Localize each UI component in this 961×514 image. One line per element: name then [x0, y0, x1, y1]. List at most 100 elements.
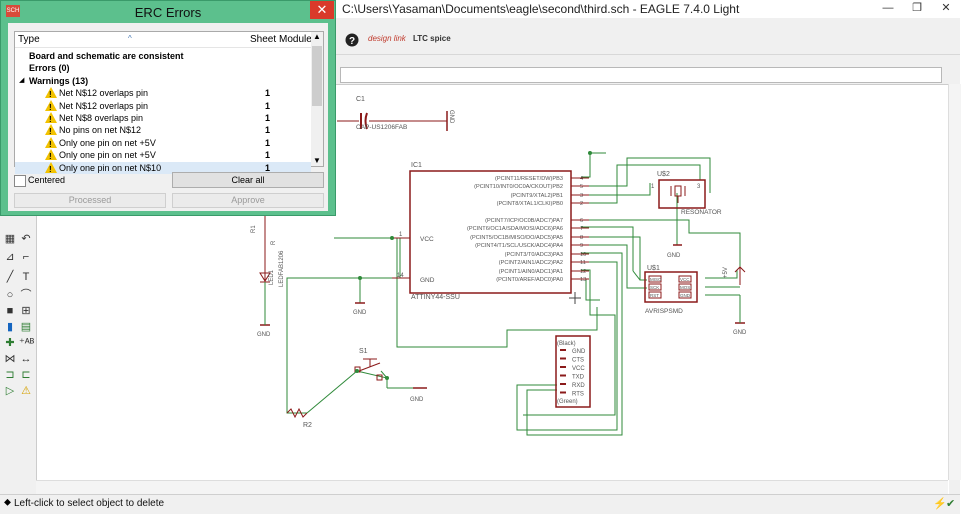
gnd-symbols: GND GND GND GND	[257, 295, 747, 403]
led-value: LEDFAB1206	[279, 250, 285, 287]
vertical-scrollbar[interactable]	[948, 84, 961, 480]
status-bar: ⬥ Left-click to select object to delete …	[0, 494, 960, 514]
erc-row-label: Warnings (13)	[29, 75, 89, 86]
column-module[interactable]: Module	[279, 34, 312, 45]
led-name: LED1	[269, 269, 275, 285]
ic1-pin-number: 7	[580, 226, 583, 232]
gnd-label-led: GND	[257, 332, 271, 338]
gate-tool-icon[interactable]: ⊐	[5, 369, 15, 381]
add-tool-icon[interactable]: ⋈	[4, 353, 16, 365]
line-tool-icon[interactable]: ╱	[6, 271, 14, 283]
erc-scroll-thumb[interactable]	[312, 46, 322, 106]
label-tool-icon[interactable]: ⁺ᴬᴮ	[19, 337, 35, 349]
polygon-tool-icon[interactable]: ⊞	[21, 305, 31, 317]
erc-error-list[interactable]: Type ^ Sheet Module Board and schematic …	[14, 31, 324, 174]
resistor-r2[interactable]: R2	[286, 370, 358, 429]
arc-draw-tool-icon[interactable]: ⌒	[20, 289, 32, 301]
go-icon[interactable]: ✔	[946, 498, 956, 510]
scroll-up-icon[interactable]: ▲	[313, 32, 321, 41]
miter-tool-icon[interactable]: ⌐	[22, 251, 30, 263]
ic1-pin-label: (PCINT5/OC1B/MISO/DO/ADC5)PA5	[470, 235, 563, 241]
ic1-pin-number: 9	[580, 243, 583, 249]
r2-name: R2	[303, 422, 312, 429]
ltc-spice-button[interactable]: LTC spice	[413, 34, 451, 43]
column-sheet[interactable]: Sheet	[250, 34, 277, 45]
stop-icon[interactable]: ⚡	[933, 498, 947, 510]
switch-s1[interactable]: S1	[354, 348, 389, 381]
resistor-r1-led[interactable]: R1 R LED1 LEDFAB1206	[251, 215, 285, 325]
net-tool-icon[interactable]: ▤	[20, 321, 32, 333]
rect-tool-icon[interactable]: ■	[6, 305, 14, 317]
help-icon[interactable]: ?	[345, 33, 359, 47]
circle-tool-icon[interactable]: ○	[6, 289, 14, 301]
warning-icon: !	[45, 87, 57, 99]
warning-icon: !	[45, 161, 57, 174]
invoke-tool-icon[interactable]: ▷	[5, 385, 15, 397]
ic1-vcc: VCC	[420, 236, 434, 243]
u1-pin-miso: MISO	[650, 277, 662, 282]
r1-value: R	[271, 240, 277, 245]
ftdi-pin-label: VCC	[572, 366, 585, 372]
collapse-arrow-icon[interactable]: ◢	[19, 76, 25, 84]
wires	[286, 152, 741, 436]
junction-tool-icon[interactable]: ✚	[5, 337, 15, 349]
resonator-u2[interactable]: U$2 RESONATOR 1 3 GND	[651, 171, 722, 259]
designlink-button[interactable]: design link	[368, 34, 406, 43]
erc-row-sheet: 1	[265, 125, 271, 136]
avrisp-u1[interactable]: U$1 AVRISPSMD MISO SCK RST VCC MOSI GND	[644, 265, 698, 315]
ic1-pin-label: (PCINT4/T1/SCL/USCK/ADC4)PA4	[475, 243, 563, 249]
command-input[interactable]	[340, 67, 942, 83]
processed-button[interactable]: Processed	[14, 193, 166, 208]
erc-list-scrollbar[interactable]: ▲ ▼	[311, 32, 323, 166]
ic1-pin-number: 12	[580, 269, 586, 275]
pinswap-tool-icon[interactable]: ⊏	[21, 369, 31, 381]
ic1-pin-number: 11	[580, 260, 586, 266]
arc-tool-icon[interactable]: ↶	[21, 233, 31, 245]
column-type[interactable]: Type	[18, 34, 40, 45]
bus-tool-icon[interactable]: ▮	[6, 321, 14, 333]
erc-tool-icon[interactable]: ⚠	[21, 385, 31, 397]
erc-row-sheet: 1	[265, 88, 271, 99]
warning-icon: !	[45, 136, 57, 149]
capacitor-c1[interactable]: C1 CAP-US1206FAB GND	[337, 96, 454, 131]
erc-row[interactable]: ◢ Warnings (13)	[15, 75, 311, 87]
erc-row-sheet: 1	[265, 137, 271, 148]
erc-row[interactable]: Errors (0)	[15, 62, 311, 74]
text-tool-icon[interactable]: T	[22, 271, 30, 283]
horizontal-scrollbar[interactable]	[36, 480, 948, 495]
close-button[interactable]: ✕	[941, 2, 951, 14]
erc-close-button[interactable]: ✕	[310, 1, 334, 19]
plus5v-symbol[interactable]: +5V	[723, 266, 746, 285]
ic1-chip[interactable]: IC1 ATTINY44-SSU VCC GND 1 14 (PCINT11/R…	[392, 162, 589, 301]
maximize-button[interactable]: ❐	[912, 2, 922, 14]
approve-button[interactable]: Approve	[172, 193, 324, 208]
ftdi-black: (Black)	[557, 341, 576, 347]
ic1-value: ATTINY44-SSU	[411, 294, 460, 301]
clear-all-button[interactable]: Clear all	[172, 172, 324, 188]
erc-row[interactable]: Board and schematic are consistent	[15, 50, 311, 62]
u2-pin3: 3	[697, 184, 701, 190]
erc-row-sheet: 1	[265, 150, 271, 161]
ftdi-pin-label: TXD	[572, 375, 585, 381]
scroll-down-icon[interactable]: ▼	[313, 156, 321, 165]
ftdi-pin-label: RXD	[572, 383, 585, 389]
erc-titlebar[interactable]: SCH ERC Errors ✕	[1, 1, 335, 23]
attribute-tool-icon[interactable]: ↔	[20, 353, 32, 365]
u1-value: AVRISPSMD	[645, 308, 683, 315]
ic1-pin-number: 5	[580, 184, 583, 190]
minimize-button[interactable]: —	[882, 2, 894, 14]
centered-label: Centered	[28, 175, 66, 185]
split-tool-icon[interactable]: ⊿	[5, 251, 15, 263]
move-tool-icon[interactable]: ▦	[4, 233, 16, 245]
centered-checkbox[interactable]	[14, 175, 26, 187]
junctions	[358, 151, 592, 280]
erc-row-label: Only one pin on net N$10	[59, 162, 162, 173]
